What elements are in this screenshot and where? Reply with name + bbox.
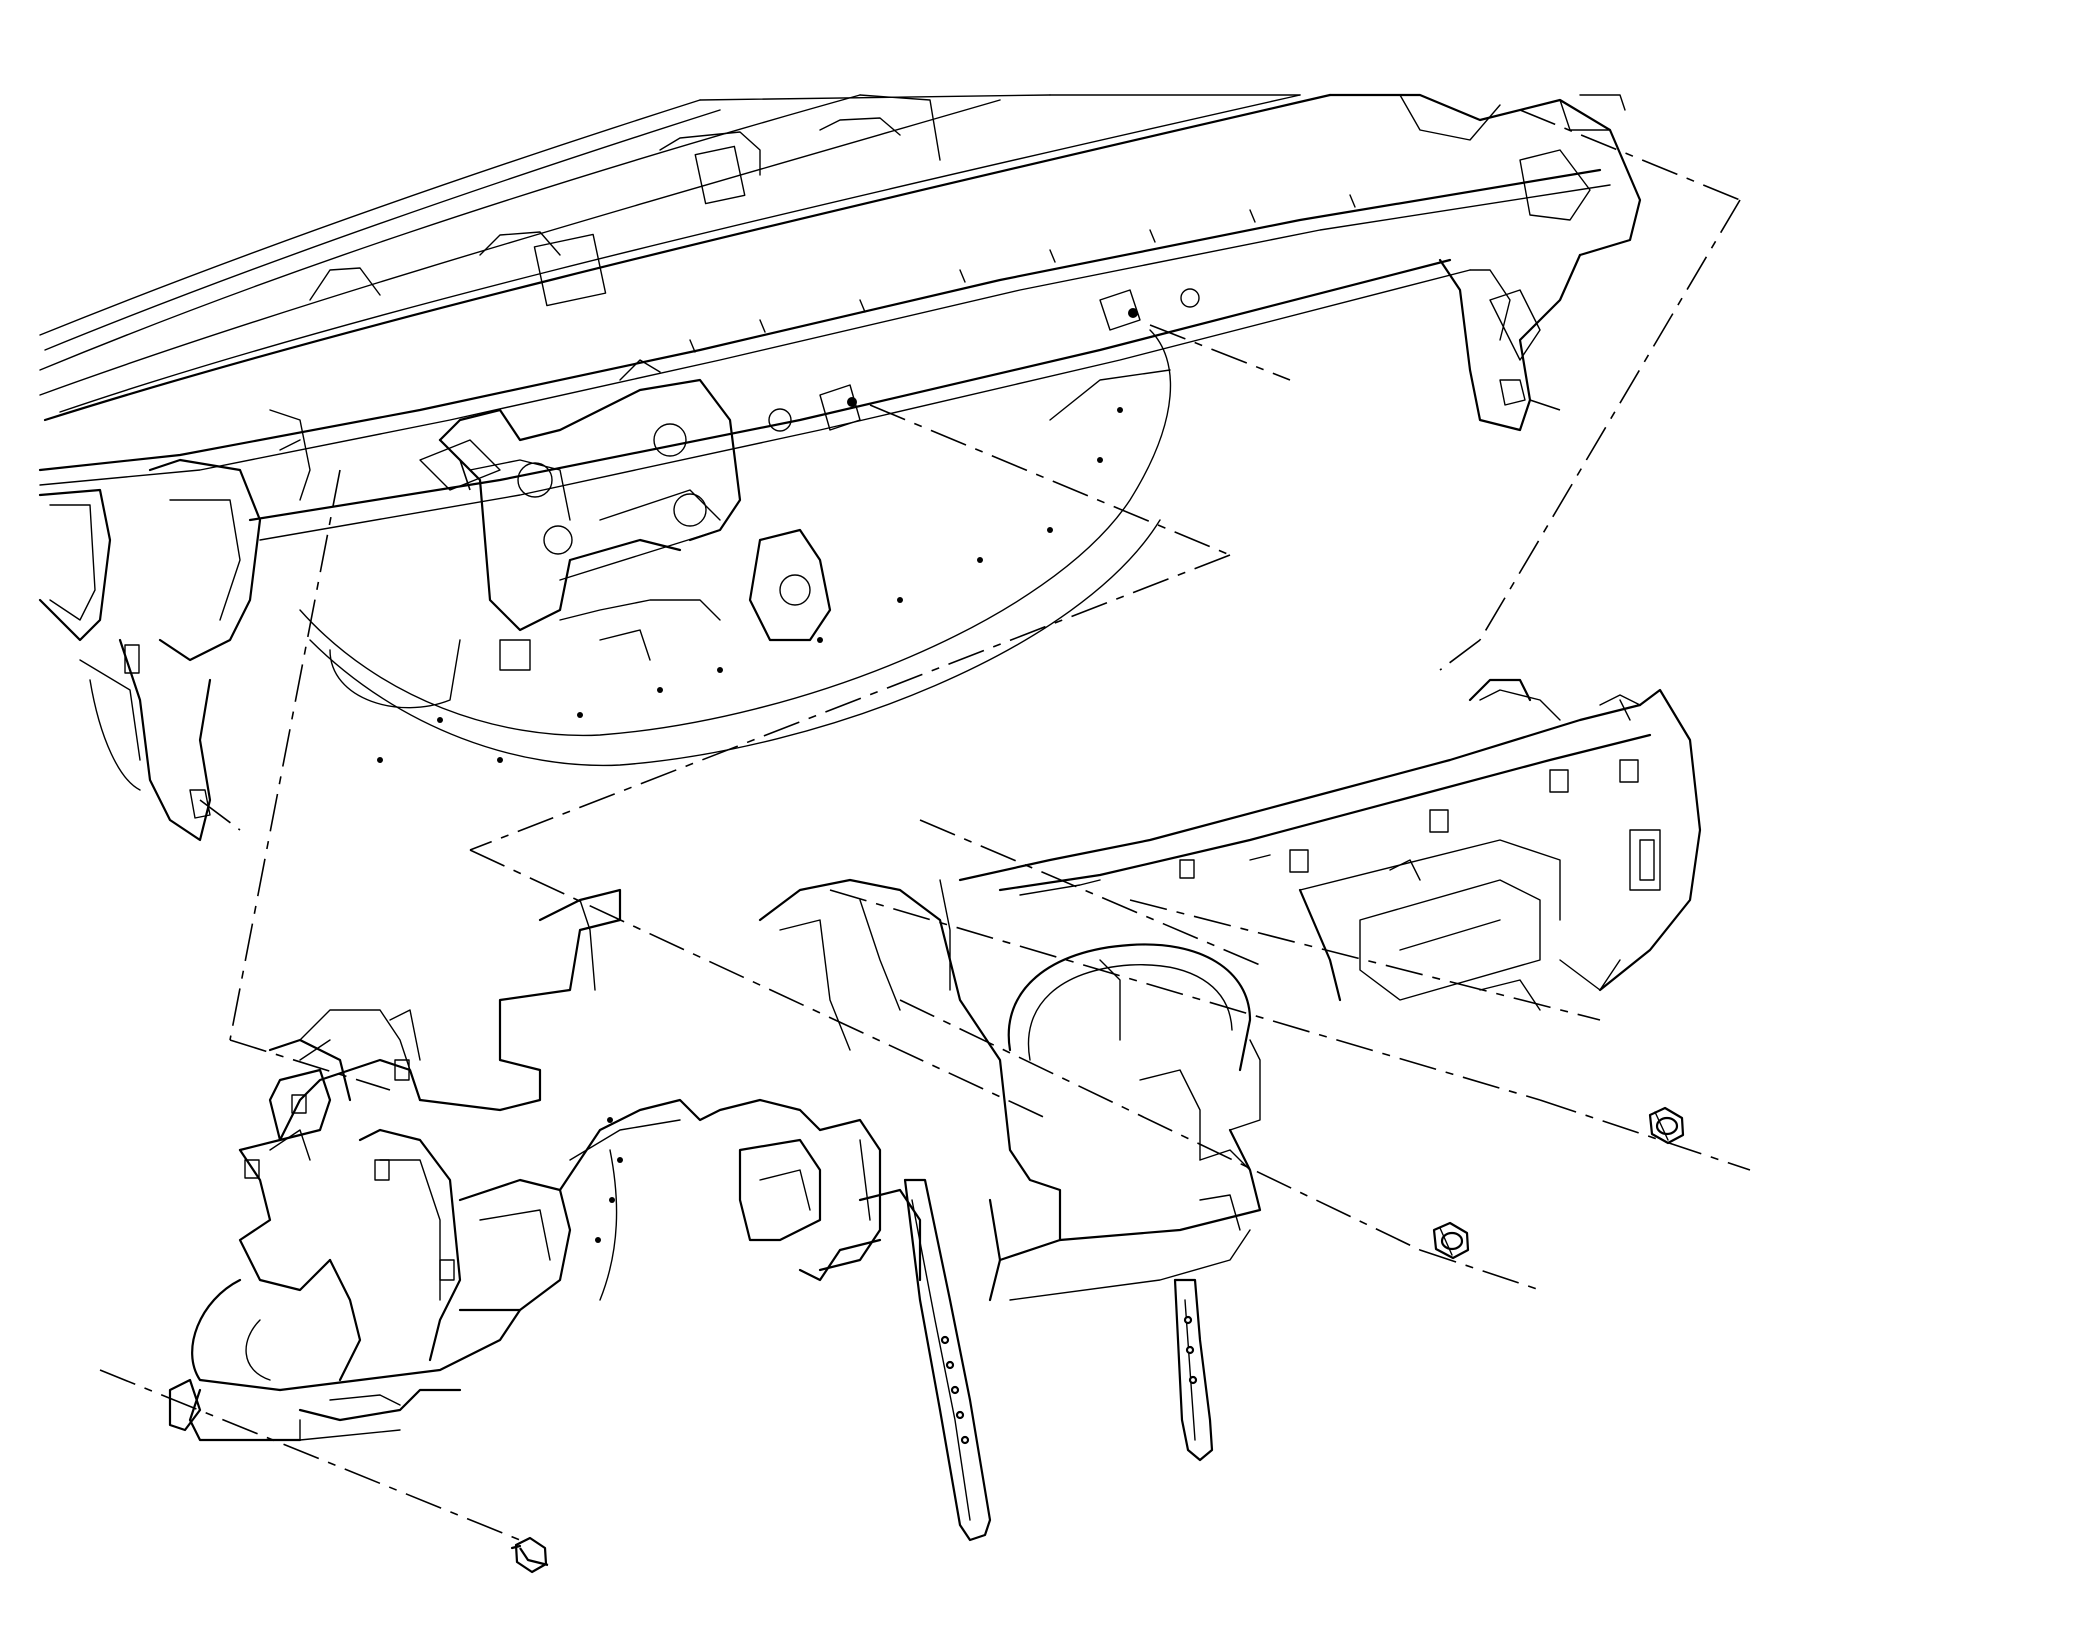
center-support-brace-left [903,1178,992,1542]
cowl-upper-panel [39,93,1642,432]
nut-upper [1648,1106,1685,1145]
left-hinge-pillar [38,409,311,842]
nut-lower [1432,1221,1470,1260]
bolt [510,1536,549,1574]
instrument-panel-carrier [168,688,1702,1442]
steering-column-support [419,359,832,671]
center-support-brace-right [1173,1278,1214,1462]
dash-cross-car-beam [38,168,1611,767]
carrier-right-end [1249,678,1641,881]
alignment-lines [99,109,1751,1541]
